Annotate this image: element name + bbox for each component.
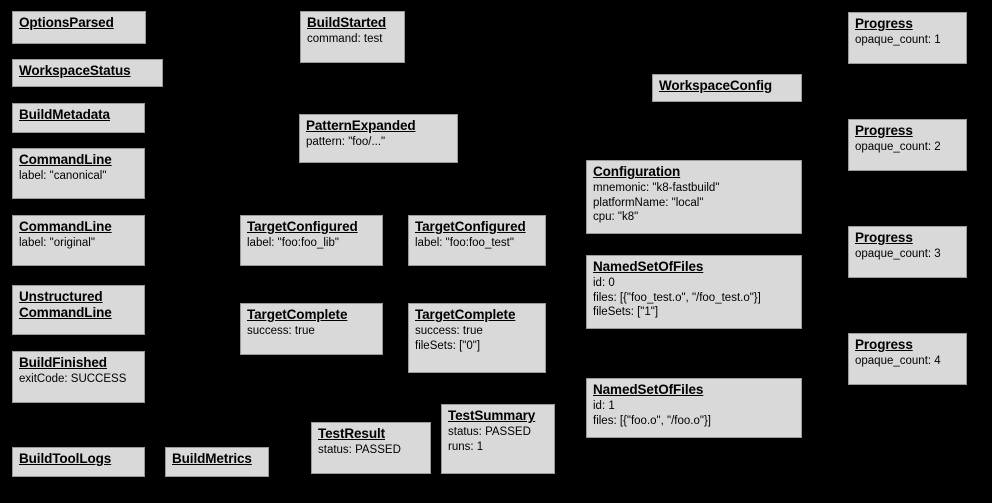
node-workspace-config[interactable]: WorkspaceConfig [652,74,802,102]
node-fields: status: PASSED runs: 1 [448,426,531,453]
node-title: TargetComplete [415,307,516,322]
node-title: NamedSetOfFiles [593,382,704,397]
node-fields: label: "original" [19,237,95,249]
node-target-complete-lib[interactable]: TargetComplete success: true [240,303,383,355]
node-progress-3[interactable]: Progress opaque_count: 3 [848,226,967,278]
node-title: Progress [855,123,913,138]
node-command-line-original[interactable]: CommandLine label: "original" [12,215,145,266]
node-title: TestSummary [448,408,536,423]
node-title: BuildMetadata [19,107,110,122]
node-fields: success: true [247,325,315,337]
node-pattern-expanded[interactable]: PatternExpanded pattern: "foo/..." [299,114,458,163]
node-build-started[interactable]: BuildStarted command: test [300,11,405,63]
node-build-tool-logs[interactable]: BuildToolLogs [12,447,145,477]
node-title: OptionsParsed [19,15,114,30]
node-title: TargetConfigured [415,219,526,234]
node-fields: opaque_count: 3 [855,248,941,260]
node-title: CommandLine [19,152,112,167]
node-fields: opaque_count: 2 [855,141,941,153]
node-named-set-of-files-1[interactable]: NamedSetOfFiles id: 1 files: [{"foo.o", "… [586,378,802,438]
node-fields: label: "foo:foo_test" [415,237,514,249]
node-test-summary[interactable]: TestSummary status: PASSED runs: 1 [441,404,555,474]
node-test-result[interactable]: TestResult status: PASSED [311,422,431,474]
node-fields: success: true fileSets: ["0"] [415,325,483,352]
node-command-line-canonical[interactable]: CommandLine label: "canonical" [12,148,145,199]
node-title: Configuration [593,164,681,179]
node-fields: exitCode: SUCCESS [19,373,127,385]
node-fields: mnemonic: "k8-fastbuild" platformName: "… [593,182,720,223]
node-fields: opaque_count: 4 [855,355,941,367]
node-build-metadata[interactable]: BuildMetadata [12,103,145,133]
node-title: BuildStarted [307,15,387,30]
node-title: WorkspaceConfig [659,78,773,93]
node-title: Progress [855,337,913,352]
node-progress-1[interactable]: Progress opaque_count: 1 [848,12,967,64]
node-target-complete-test[interactable]: TargetComplete success: true fileSets: ["… [408,303,546,373]
node-title: Progress [855,230,913,245]
node-progress-4[interactable]: Progress opaque_count: 4 [848,333,967,385]
node-fields: status: PASSED [318,444,401,456]
node-title: CommandLine [19,219,112,234]
node-named-set-of-files-0[interactable]: NamedSetOfFiles id: 0 files: [{"foo_test.… [586,255,802,329]
node-fields: pattern: "foo/..." [306,136,386,148]
node-fields: id: 1 files: [{"foo.o", "/foo.o"}] [593,400,711,427]
node-target-configured-lib[interactable]: TargetConfigured label: "foo:foo_lib" [240,215,383,266]
node-title: TargetConfigured [247,219,358,234]
node-workspace-status[interactable]: WorkspaceStatus [12,59,163,87]
node-fields: id: 0 files: [{"foo_test.o", "/foo_test.… [593,277,761,318]
node-fields: command: test [307,33,383,45]
node-options-parsed[interactable]: OptionsParsed [12,11,146,44]
node-title: Progress [855,16,913,31]
node-title: PatternExpanded [306,118,416,133]
node-fields: label: "foo:foo_lib" [247,237,339,249]
node-title: BuildMetrics [172,451,252,466]
node-target-configured-test[interactable]: TargetConfigured label: "foo:foo_test" [408,215,546,266]
node-title: NamedSetOfFiles [593,259,704,274]
node-unstructured-command-line[interactable]: Unstructured CommandLine [12,285,145,335]
node-fields: label: "canonical" [19,170,107,182]
node-title: TargetComplete [247,307,348,322]
node-title: BuildToolLogs [19,451,112,466]
node-title: BuildFinished [19,355,107,370]
node-build-finished[interactable]: BuildFinished exitCode: SUCCESS [12,351,145,403]
node-title: WorkspaceStatus [19,63,131,78]
node-title: Unstructured CommandLine [19,289,112,320]
node-title: TestResult [318,426,386,441]
node-configuration[interactable]: Configuration mnemonic: "k8-fastbuild" pl… [586,160,802,234]
node-build-metrics[interactable]: BuildMetrics [165,447,269,477]
node-fields: opaque_count: 1 [855,34,941,46]
node-progress-2[interactable]: Progress opaque_count: 2 [848,119,967,171]
